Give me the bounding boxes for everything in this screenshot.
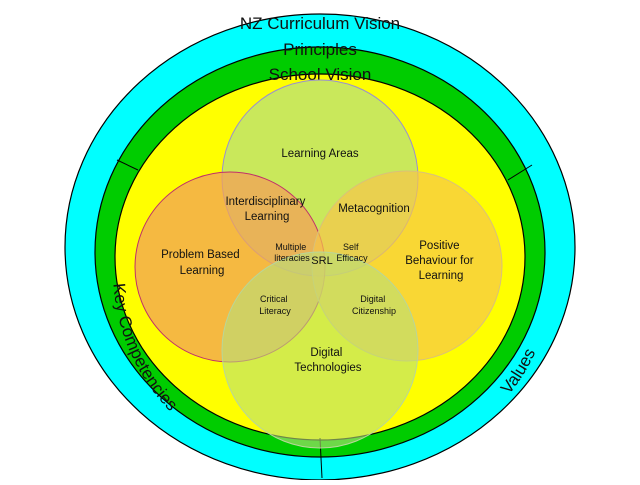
self-efficacy-label: Self Efficacy (336, 242, 368, 263)
digital-technologies-label: Digital Technologies (294, 347, 361, 374)
outer-ring-title: NZ Curriculum Vision (240, 14, 400, 33)
middle-ring-title: Principles (283, 40, 357, 59)
positive-behaviour-label: Positive Behaviour for Learning (405, 240, 477, 282)
ring-divider-left (116, 159, 139, 171)
inner-ring-title: School Vision (269, 65, 372, 84)
circle-bottom (221, 251, 419, 449)
learning-areas-label: Learning Areas (281, 148, 359, 160)
metacognition-label: Metacognition (338, 203, 410, 215)
critical-literacy-label: Critical Literacy (259, 294, 291, 316)
problem-based-learning-label: Problem Based Learning (161, 249, 243, 277)
interdisciplinary-learning-label: Interdisciplinary Learning (225, 196, 308, 223)
ring-divider-right (507, 164, 533, 181)
srl-label: SRL (311, 255, 332, 267)
digital-citizenship-label: Digital Citizenship (352, 294, 396, 316)
multiple-literacies-label: Multiple literacies (274, 242, 310, 263)
